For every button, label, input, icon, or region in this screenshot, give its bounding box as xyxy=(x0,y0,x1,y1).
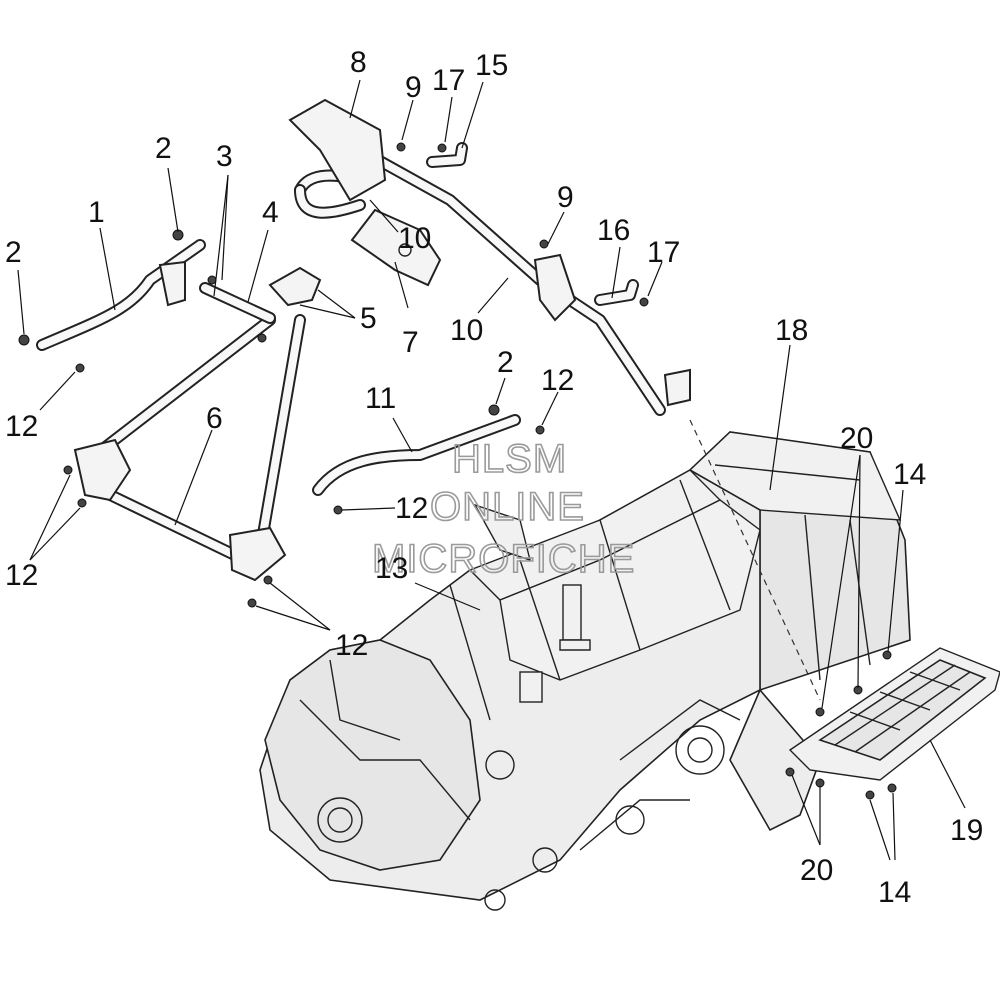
a-frame-part-6 xyxy=(63,266,322,608)
callout-9: 9 xyxy=(557,181,574,214)
bar-part-11 xyxy=(312,404,545,515)
watermark-line-3: MICROFICHE xyxy=(372,537,635,581)
callout-5: 5 xyxy=(360,302,377,335)
callout-6: 6 xyxy=(206,402,223,435)
callout-7: 7 xyxy=(402,326,419,359)
callout-labels: 1 2 2 2 3 4 5 6 7 8 9 9 10 10 11 12 12 1… xyxy=(5,46,983,909)
steering-bar-assembly xyxy=(288,98,691,416)
callout-10: 10 xyxy=(398,222,431,255)
callout-2: 2 xyxy=(5,236,22,269)
callout-12: 12 xyxy=(395,492,428,525)
callout-2: 2 xyxy=(155,132,172,165)
callout-20: 20 xyxy=(840,422,873,455)
callout-11: 11 xyxy=(365,382,396,415)
callout-8: 8 xyxy=(350,46,367,79)
callout-19: 19 xyxy=(950,814,983,847)
callout-17: 17 xyxy=(647,236,680,269)
callout-12: 12 xyxy=(335,629,368,662)
callout-17: 17 xyxy=(432,64,465,97)
callout-12: 12 xyxy=(5,559,38,592)
callout-15: 15 xyxy=(475,49,508,82)
callout-10: 10 xyxy=(450,314,483,347)
callout-12: 12 xyxy=(5,410,38,443)
callout-12: 12 xyxy=(541,364,574,397)
leader-lines xyxy=(17,79,966,861)
callout-2: 2 xyxy=(497,346,514,379)
callout-4: 4 xyxy=(262,196,279,229)
callout-16: 16 xyxy=(597,214,630,247)
callout-14: 14 xyxy=(893,458,926,491)
watermark-line-1: HLSM xyxy=(452,437,567,481)
watermark: HLSM ONLINE MICROFICHE xyxy=(371,436,635,582)
callout-9: 9 xyxy=(405,71,422,104)
callout-1: 1 xyxy=(88,196,105,229)
callout-18: 18 xyxy=(775,314,808,347)
callout-20: 20 xyxy=(800,854,833,887)
running-board xyxy=(788,647,1000,781)
callout-13: 13 xyxy=(375,552,408,585)
bar-part-1 xyxy=(18,229,206,373)
callout-14: 14 xyxy=(878,876,911,909)
watermark-line-2: ONLINE xyxy=(430,485,585,529)
hardware-lines xyxy=(689,419,897,800)
chassis-frame xyxy=(259,431,911,911)
callout-3: 3 xyxy=(216,140,233,173)
